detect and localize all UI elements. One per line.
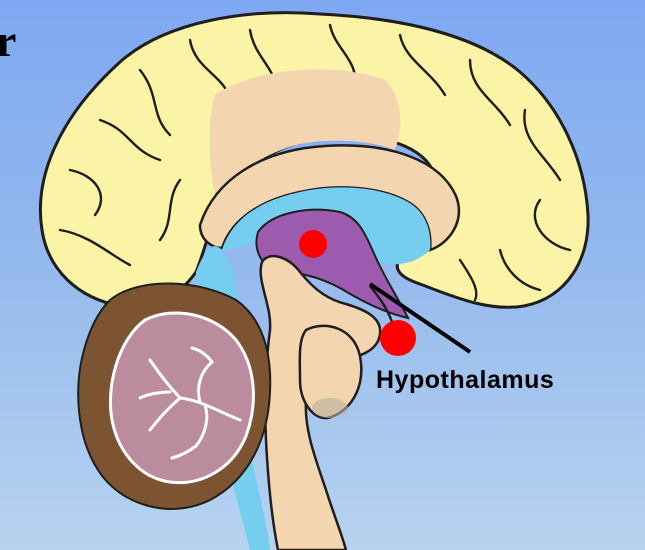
pons-shadow xyxy=(312,398,348,418)
hypothalamus-label: Hypothalamus xyxy=(376,366,554,394)
pituitary-marker xyxy=(380,320,416,356)
hypothalamus-marker xyxy=(299,230,327,258)
